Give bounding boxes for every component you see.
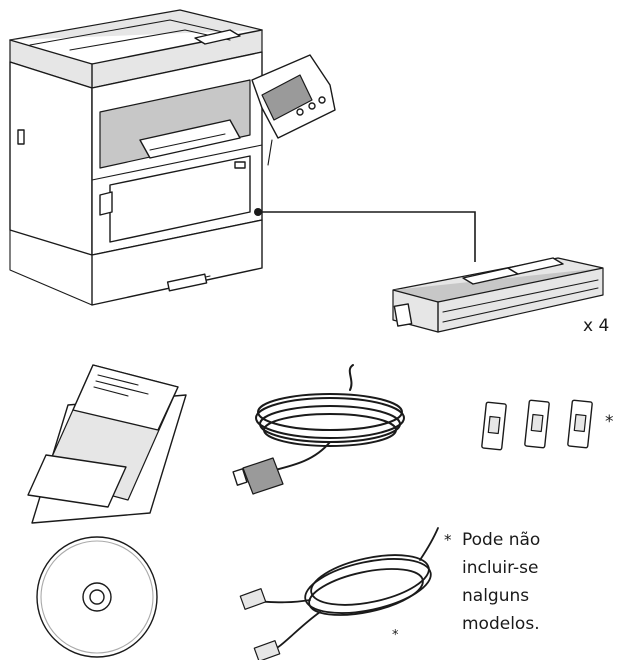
toner-cartridge-illustration bbox=[388, 250, 608, 350]
footnote-line-1: Pode não bbox=[462, 530, 541, 550]
labels-illustration bbox=[482, 395, 602, 455]
cd-rom-illustration bbox=[32, 530, 162, 660]
footnote-asterisk: * bbox=[444, 531, 452, 549]
footnote-line-2: incluir-se bbox=[462, 558, 539, 578]
cable-asterisk: * bbox=[392, 628, 399, 643]
modular-cable-illustration bbox=[240, 520, 450, 660]
footnote-line-3: nalguns bbox=[462, 586, 530, 606]
printer-illustration bbox=[0, 0, 330, 315]
footnote-line-4: modelos. bbox=[462, 614, 540, 634]
power-cord-illustration bbox=[235, 360, 425, 500]
leader-dot bbox=[254, 208, 262, 216]
cartridge-quantity: x 4 bbox=[583, 316, 610, 336]
labels-asterisk: * bbox=[605, 412, 614, 432]
manuals-illustration bbox=[18, 365, 198, 530]
